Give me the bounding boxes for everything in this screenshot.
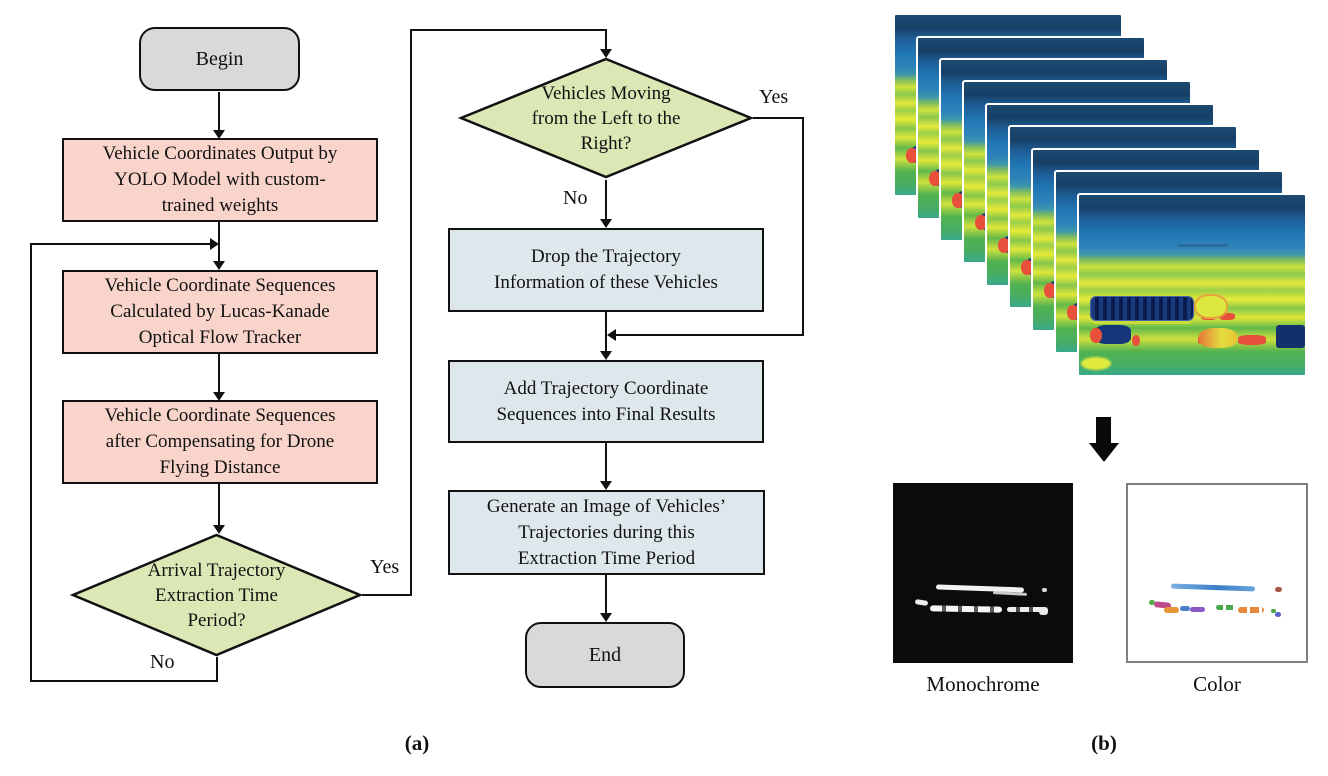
arrowhead-down-icon — [213, 261, 225, 270]
flow-line-arrival-yes — [362, 594, 412, 596]
flow-line — [605, 312, 607, 351]
thermal-frame-front — [1077, 193, 1307, 377]
trajectory-dot — [1149, 600, 1155, 605]
trajectory-streak — [1180, 606, 1190, 611]
arrowhead-down-icon — [600, 613, 612, 622]
trajectory-streak — [1164, 607, 1179, 613]
flow-node-add: Add Trajectory Coordinate Sequences into… — [448, 360, 764, 443]
arrowhead-down-icon — [600, 219, 612, 228]
caption-b: (b) — [1091, 731, 1117, 755]
edge-label-arrival-yes: Yes — [370, 556, 400, 578]
flow-line-arrival-no — [30, 244, 32, 682]
flow-decision-moving: Vehicles Moving from the Left to the Rig… — [458, 57, 754, 179]
caption-a: (a) — [404, 731, 430, 755]
trajectory-streak-blue — [1170, 583, 1256, 592]
flow-line — [218, 222, 220, 261]
hot-spot-blob — [1081, 357, 1111, 370]
down-arrow-icon — [1089, 443, 1119, 462]
dark-vehicle-blob — [1275, 324, 1305, 348]
flow-node-generate: Generate an Image of Vehicles’ Trajector… — [448, 490, 765, 575]
arrowhead-down-icon — [600, 49, 612, 58]
flow-line-feedback — [30, 243, 210, 245]
flow-line — [218, 92, 220, 132]
flow-line-moving-yes — [802, 117, 804, 336]
edge-label-arrival-no: No — [150, 651, 175, 673]
color-trajectory-image — [1126, 483, 1308, 663]
trajectory-dot — [1275, 612, 1281, 617]
trajectory-dot — [1042, 588, 1047, 592]
flow-line-arrival-yes — [410, 29, 607, 31]
flow-node-lucas-kanade: Vehicle Coordinate Sequences Calculated … — [62, 270, 378, 354]
flow-node-end: End — [525, 622, 685, 688]
down-arrow-icon — [1096, 417, 1111, 444]
arrowhead-down-icon — [213, 392, 225, 401]
arrowhead-down-icon — [600, 351, 612, 360]
road-streak — [1178, 243, 1229, 248]
flow-line-moving-yes — [753, 117, 804, 119]
trajectory-streak — [1216, 605, 1236, 610]
arrowhead-left-icon — [607, 329, 616, 341]
trajectory-streak — [929, 605, 1003, 613]
flow-node-compensate: Vehicle Coordinate Sequences after Compe… — [62, 400, 378, 484]
flow-node-yolo: Vehicle Coordinates Output by YOLO Model… — [62, 138, 378, 222]
flow-line-arrival-no — [216, 657, 218, 682]
trajectory-streak — [1007, 607, 1046, 612]
trajectory-streak — [914, 599, 929, 606]
flow-line-moving-yes — [616, 334, 804, 336]
arrowhead-right-icon — [210, 238, 219, 250]
trajectory-streak — [1190, 607, 1205, 612]
trajectory-dot — [1039, 607, 1048, 615]
flow-line-arrival-yes — [605, 31, 607, 49]
diamond-shape — [70, 533, 363, 657]
flow-node-drop: Drop the Trajectory Information of these… — [448, 228, 764, 312]
arrowhead-down-icon — [600, 481, 612, 490]
edge-label-moving-yes: Yes — [759, 86, 789, 108]
flow-decision-arrival-label: Arrival Trajectory Extraction Time Perio… — [147, 559, 286, 631]
flow-line-arrival-yes — [410, 29, 412, 595]
flow-line-moving-no — [605, 180, 607, 219]
flow-decision-moving-label: Vehicles Moving from the Left to the Rig… — [531, 82, 681, 154]
diamond-shape — [458, 57, 754, 179]
flow-line — [218, 484, 220, 525]
trajectory-dot — [1271, 609, 1276, 613]
flow-line — [605, 575, 607, 613]
color-label: Color — [1193, 672, 1241, 696]
flow-decision-arrival: Arrival Trajectory Extraction Time Perio… — [70, 533, 363, 657]
truck-cab-blob — [1194, 294, 1229, 320]
trajectory-streak — [992, 591, 1028, 596]
car-blob — [1198, 328, 1238, 348]
arrowhead-down-icon — [213, 525, 225, 534]
monochrome-label: Monochrome — [926, 672, 1040, 696]
flow-line-arrival-no — [30, 680, 218, 682]
flow-node-begin: Begin — [139, 27, 300, 91]
flow-line — [218, 354, 220, 392]
flow-line — [605, 443, 607, 481]
truck-blob — [1090, 295, 1194, 322]
trajectory-dot — [1275, 587, 1282, 592]
edge-label-moving-no: No — [563, 187, 588, 209]
arrowhead-down-icon — [213, 130, 225, 139]
monochrome-trajectory-image — [893, 483, 1073, 663]
trajectory-streak — [1238, 607, 1264, 613]
